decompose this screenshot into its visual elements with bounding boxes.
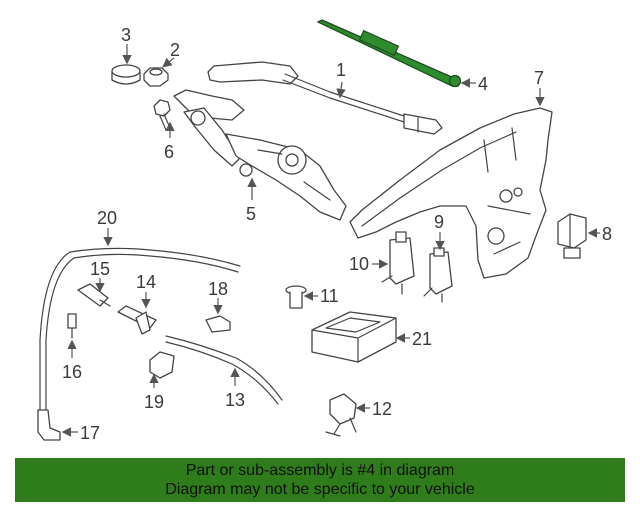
part-16-nozzle[interactable] xyxy=(67,313,77,339)
callout-19-label: 19 xyxy=(144,392,164,412)
callout-15-label: 15 xyxy=(90,259,110,279)
part-19-bracket[interactable] xyxy=(149,351,175,379)
part-7-washer-reservoir[interactable] xyxy=(349,107,553,279)
callout-20: 20 xyxy=(97,208,117,247)
callout-4-label: 4 xyxy=(478,74,488,94)
callout-6-label: 6 xyxy=(164,142,174,162)
part-2-nut[interactable] xyxy=(143,67,169,87)
callout-5: 5 xyxy=(246,177,257,224)
callout-14: 14 xyxy=(136,272,156,309)
banner-line-disclaimer: Diagram may not be specific to your vehi… xyxy=(165,481,475,498)
callout-2: 2 xyxy=(162,40,180,68)
callout-13: 13 xyxy=(225,367,245,410)
callout-4: 4 xyxy=(460,74,488,94)
callout-21: 21 xyxy=(395,329,432,349)
callout-17-label: 17 xyxy=(80,423,100,443)
callout-9-label: 9 xyxy=(434,212,444,232)
callout-9: 9 xyxy=(434,212,445,251)
part-13-spray-line[interactable] xyxy=(165,335,283,405)
part-21-control-module[interactable] xyxy=(311,311,397,363)
callout-11-label: 11 xyxy=(320,286,339,306)
callout-1-label: 1 xyxy=(336,60,346,80)
callout-18-label: 18 xyxy=(208,279,228,299)
banner-line-part-number: Part or sub-assembly is #4 in diagram xyxy=(185,462,455,479)
callout-18: 18 xyxy=(208,279,228,315)
callout-5-label: 5 xyxy=(246,204,256,224)
info-banner: Part or sub-assembly is #4 in diagram Di… xyxy=(15,458,625,502)
part-17-elbow[interactable] xyxy=(37,409,61,441)
callout-16-label: 16 xyxy=(62,362,82,382)
callout-12-label: 12 xyxy=(372,399,392,419)
callout-1: 1 xyxy=(336,60,346,99)
part-20-washer-hose[interactable] xyxy=(39,247,241,411)
callout-8-label: 8 xyxy=(602,224,612,244)
callout-17: 17 xyxy=(61,423,100,443)
callout-3: 3 xyxy=(121,25,132,65)
part-15-connector[interactable] xyxy=(77,283,111,307)
callout-15: 15 xyxy=(90,259,110,293)
part-4-rod[interactable] xyxy=(316,19,462,88)
part-10-washer-pump[interactable] xyxy=(381,231,415,295)
part-12-nozzle-assembly[interactable] xyxy=(325,393,357,437)
callout-14-label: 14 xyxy=(136,272,156,292)
callout-7: 7 xyxy=(534,68,545,107)
part-9-washer-pump[interactable] xyxy=(423,247,453,303)
callout-12: 12 xyxy=(355,399,392,419)
parts-diagram: 1 2 3 4 5 6 7 8 9 10 11 12 xyxy=(37,19,612,443)
callout-6: 6 xyxy=(164,121,175,162)
callout-2-label: 2 xyxy=(170,40,180,60)
callout-20-label: 20 xyxy=(97,208,117,228)
part-1-wiper-arm[interactable] xyxy=(207,61,443,135)
callout-8: 8 xyxy=(587,224,612,244)
callout-7-label: 7 xyxy=(534,68,544,88)
part-8-level-sensor[interactable] xyxy=(557,213,587,259)
callout-11: 11 xyxy=(303,286,339,306)
part-5-wiper-linkage[interactable] xyxy=(173,89,347,221)
part-11-grommet[interactable] xyxy=(285,285,307,309)
callout-10: 10 xyxy=(349,254,389,274)
callout-19: 19 xyxy=(144,373,164,412)
callout-16: 16 xyxy=(62,339,82,382)
callout-3-label: 3 xyxy=(121,25,131,45)
part-18-clip[interactable] xyxy=(205,315,231,333)
callout-10-label: 10 xyxy=(349,254,369,274)
callout-13-label: 13 xyxy=(225,390,245,410)
part-6-bolt[interactable] xyxy=(153,99,171,131)
part-14-t-connector[interactable] xyxy=(117,305,157,335)
part-3-cap[interactable] xyxy=(111,64,141,85)
callout-21-label: 21 xyxy=(412,329,432,349)
